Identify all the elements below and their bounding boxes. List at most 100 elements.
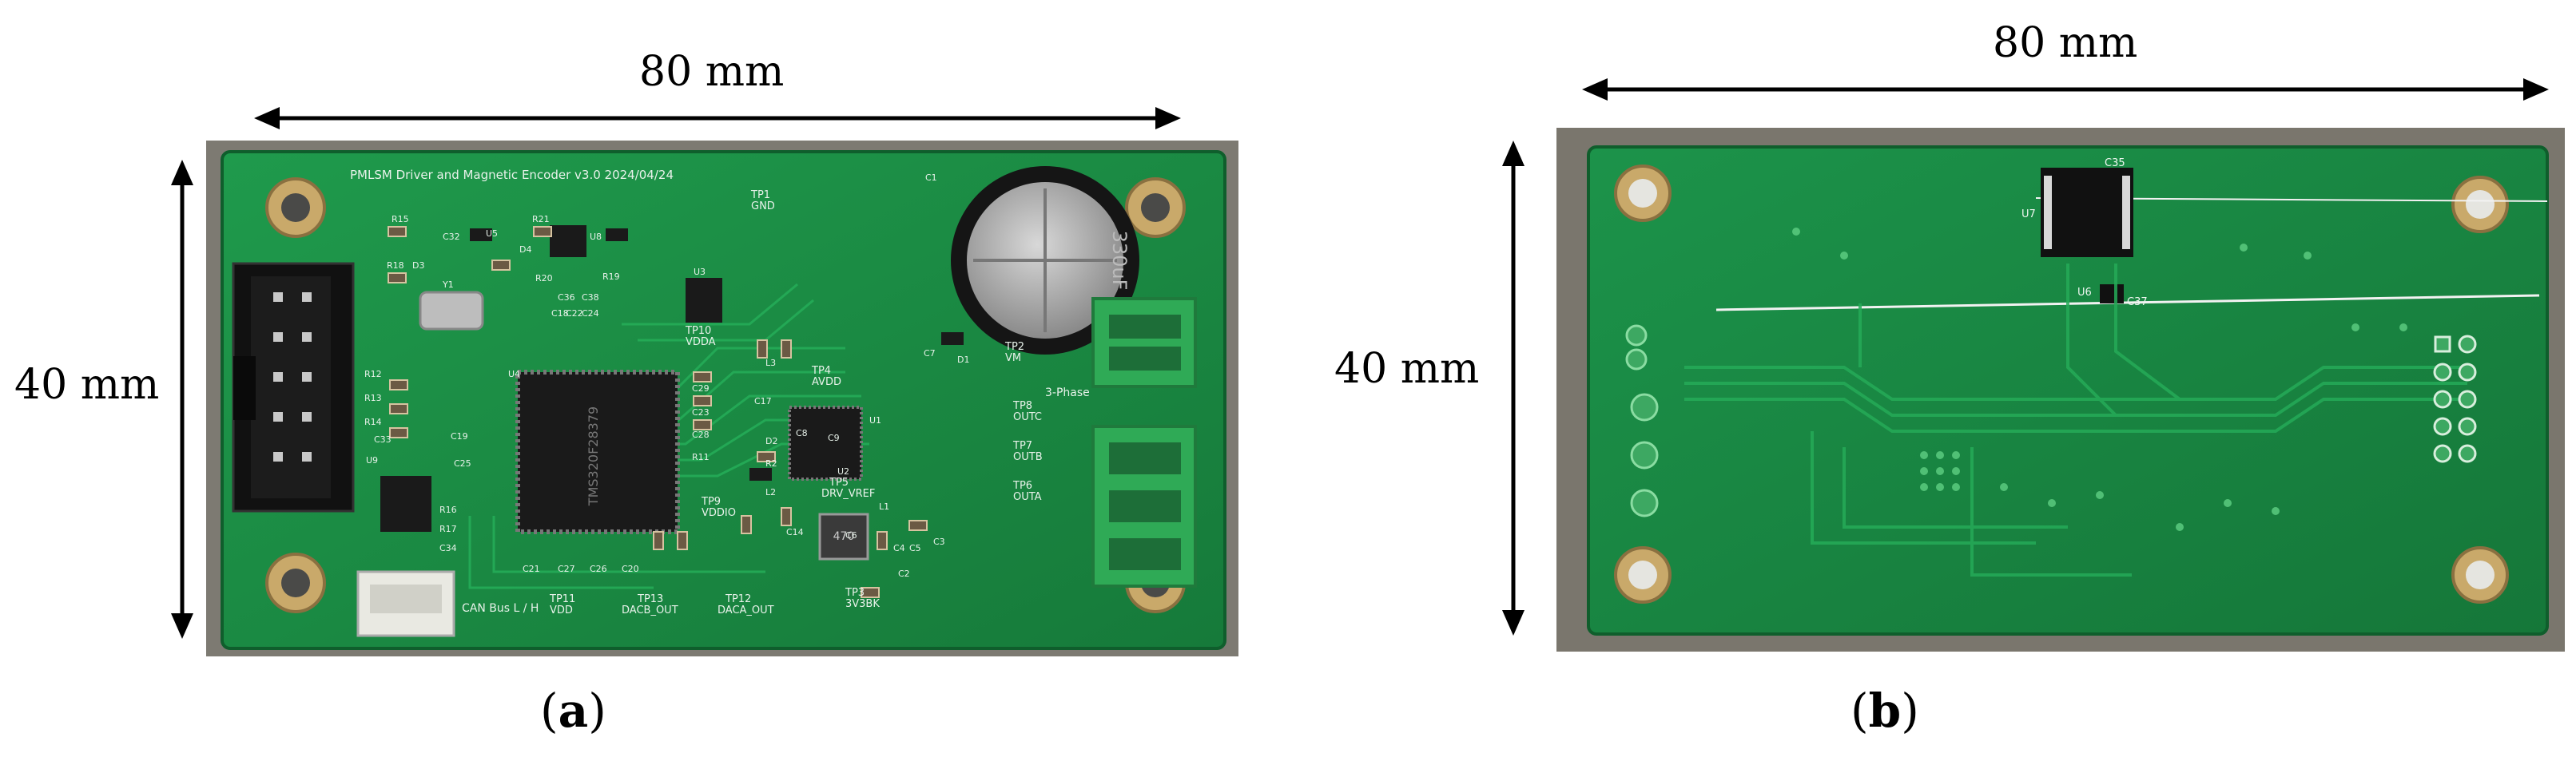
- svg-text:C23: C23: [692, 407, 710, 418]
- svg-text:AVDD: AVDD: [812, 376, 841, 388]
- mcu-chip: [515, 370, 680, 534]
- svg-text:C27: C27: [558, 564, 575, 574]
- svg-text:C19: C19: [451, 431, 468, 442]
- svg-text:470: 470: [833, 530, 855, 543]
- svg-text:VM: VM: [1005, 352, 1021, 364]
- svg-text:C8: C8: [796, 428, 808, 438]
- caption-b: (b): [1851, 684, 1919, 738]
- svg-text:D4: D4: [519, 244, 531, 255]
- svg-text:C6: C6: [845, 530, 857, 541]
- svg-text:U1: U1: [869, 415, 881, 426]
- svg-text:TP10: TP10: [685, 325, 711, 337]
- svg-text:DACB_OUT: DACB_OUT: [622, 604, 678, 616]
- width-label-a: 80 mm: [639, 48, 785, 96]
- svg-text:DACA_OUT: DACA_OUT: [718, 604, 774, 616]
- svg-text:C1: C1: [925, 172, 937, 183]
- svg-text:C17: C17: [754, 396, 772, 406]
- svg-text:U4: U4: [508, 369, 520, 379]
- crystal: [419, 291, 484, 331]
- svg-text:TP5: TP5: [829, 477, 849, 489]
- svg-text:C22: C22: [566, 308, 583, 319]
- svg-text:R16: R16: [439, 505, 457, 515]
- svg-text:OUTB: OUTB: [1013, 451, 1043, 463]
- svg-text:C38: C38: [582, 292, 599, 303]
- svg-text:U7: U7: [2021, 208, 2036, 220]
- terminal-block-3pin: [1091, 425, 1197, 588]
- svg-text:TP13: TP13: [637, 593, 663, 605]
- width-arrow-b: [1582, 78, 2549, 101]
- svg-text:C18: C18: [551, 308, 569, 319]
- svg-text:C25: C25: [454, 458, 471, 469]
- svg-text:Y1: Y1: [442, 279, 454, 290]
- svg-text:R21: R21: [532, 214, 550, 224]
- svg-text:R14: R14: [364, 417, 382, 427]
- pcb-back-photo: C35 U7 U6 C37: [1556, 128, 2565, 652]
- svg-text:C2: C2: [898, 569, 910, 579]
- svg-text:L3: L3: [765, 358, 776, 368]
- svg-text:TP8: TP8: [1012, 400, 1032, 412]
- svg-text:C4: C4: [893, 543, 905, 553]
- svg-text:C34: C34: [439, 543, 457, 553]
- svg-text:U9: U9: [366, 455, 378, 466]
- svg-text:C26: C26: [590, 564, 607, 574]
- svg-text:R12: R12: [364, 369, 382, 379]
- svg-text:TP11: TP11: [549, 593, 575, 605]
- panel-b: 80 mm 40 mm: [1286, 0, 2576, 765]
- svg-text:R18: R18: [387, 260, 404, 271]
- svg-text:C14: C14: [786, 527, 804, 537]
- svg-text:TP12: TP12: [725, 593, 751, 605]
- svg-text:C37: C37: [2127, 296, 2148, 308]
- mcu-marking: TMS320F28379: [586, 406, 601, 506]
- svg-text:TP6: TP6: [1012, 480, 1032, 492]
- svg-text:C5: C5: [909, 543, 921, 553]
- svg-text:DRV_VREF: DRV_VREF: [821, 488, 875, 500]
- svg-text:GND: GND: [751, 200, 775, 212]
- back-refdes-labels: C35 U7 U6 C37: [2021, 157, 2148, 308]
- svg-text:R20: R20: [535, 273, 553, 283]
- height-arrow-a: [171, 160, 193, 639]
- svg-text:TP7: TP7: [1012, 440, 1032, 452]
- test-point-labels: TP1 GND TP2 VM TP4 AVDD TP10 VDDA TP9 VD…: [549, 189, 1043, 616]
- width-label-b: 80 mm: [1993, 19, 2138, 67]
- svg-text:U5: U5: [486, 228, 498, 239]
- pcb-front-photo: TMS320F28379 470 330uF: [206, 141, 1238, 656]
- refdes-labels: R15 C32 U5 R21 U8 R18 D3 D4 R20 R19 Y1 C…: [364, 172, 969, 579]
- svg-text:R13: R13: [364, 393, 382, 403]
- svg-text:C33: C33: [374, 434, 392, 445]
- svg-text:C24: C24: [582, 308, 599, 319]
- svg-text:VDD: VDD: [550, 604, 573, 616]
- svg-text:TP9: TP9: [701, 496, 721, 508]
- svg-text:L1: L1: [879, 501, 889, 512]
- svg-text:L2: L2: [765, 487, 776, 497]
- three-phase-label: 3-Phase: [1045, 386, 1090, 399]
- canbus-label: CAN Bus L / H: [462, 602, 539, 615]
- svg-text:R2: R2: [765, 458, 777, 469]
- svg-text:330uF: 330uF: [1108, 231, 1131, 291]
- svg-text:C32: C32: [443, 232, 460, 242]
- svg-text:C20: C20: [622, 564, 639, 574]
- width-arrow-a: [254, 107, 1181, 129]
- board-title: PMLSM Driver and Magnetic Encoder v3.0 2…: [350, 168, 674, 182]
- inductor-l1: [818, 513, 869, 561]
- svg-text:C29: C29: [692, 383, 710, 394]
- svg-text:C28: C28: [692, 430, 710, 440]
- svg-text:TP1: TP1: [750, 189, 770, 201]
- svg-text:3V3BK: 3V3BK: [845, 598, 880, 610]
- svg-text:TP4: TP4: [811, 365, 831, 377]
- svg-text:U3: U3: [694, 267, 706, 277]
- height-arrow-b: [1502, 141, 1525, 636]
- svg-text:R19: R19: [602, 272, 620, 282]
- svg-text:U6: U6: [2077, 287, 2092, 299]
- height-label-a: 40 mm: [14, 361, 160, 409]
- svg-text:D1: D1: [957, 355, 969, 365]
- svg-text:C35: C35: [2105, 157, 2125, 169]
- svg-text:D3: D3: [412, 260, 424, 271]
- svg-text:VDDIO: VDDIO: [702, 507, 736, 519]
- svg-text:R11: R11: [692, 452, 710, 462]
- svg-text:TP2: TP2: [1004, 341, 1024, 353]
- svg-text:C36: C36: [558, 292, 575, 303]
- panel-a: 80 mm 40 mm: [0, 0, 1246, 765]
- svg-text:D2: D2: [765, 436, 777, 446]
- svg-text:R17: R17: [439, 524, 457, 534]
- svg-text:C7: C7: [924, 348, 936, 359]
